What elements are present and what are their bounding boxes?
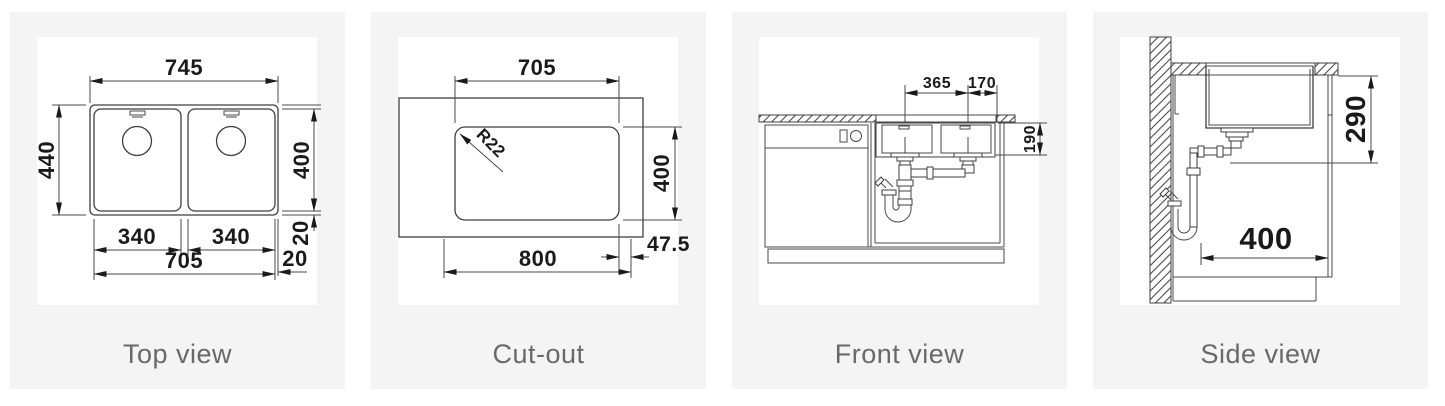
dimension-annotations: 290 400: [1200, 75, 1378, 265]
panel-front-view: 365 170 190: [732, 12, 1067, 389]
dim-bowl-depth: 400: [289, 141, 314, 179]
plumbing: [874, 152, 983, 223]
cabinet-outline: [764, 123, 1005, 264]
dim-base-depth: 400: [1239, 221, 1292, 256]
dim-left-bowl-width: 340: [118, 224, 156, 249]
worktop-hatch-right: [1314, 62, 1339, 76]
dim-inner-width: 705: [165, 248, 203, 273]
panel-label-top-view: Top view: [122, 339, 233, 369]
dim-bowl-centre-spacing: 365: [923, 75, 951, 92]
drawing-canvas-front-view: 365 170 190: [758, 37, 1047, 305]
dim-base-width: 800: [519, 246, 557, 271]
cut-out-drawing: 705 R22 400 800 47.5: [398, 55, 689, 278]
panel-cut-out: 705 R22 400 800 47.5 Cut-out: [371, 12, 706, 389]
drain-hole-left: [121, 125, 153, 157]
dim-outer-width: 745: [165, 55, 203, 80]
dishwasher-display-icon: [839, 129, 848, 143]
panel-side-view: 290 400 Side view: [1093, 12, 1428, 389]
cutout-outline: [398, 97, 644, 238]
dim-centre-to-edge: 170: [968, 75, 996, 92]
dim-bowl-depth: 290: [1340, 95, 1371, 143]
trap-inner: [1177, 209, 1191, 234]
sink-front-outline: [875, 122, 996, 161]
sink-side-outline: [1205, 65, 1314, 129]
drawing-canvas-cut-out: 705 R22 400 800 47.5: [398, 37, 689, 305]
counter-section: [758, 114, 1016, 123]
panel-label-cut-out: Cut-out: [492, 339, 585, 369]
dimension-annotations: 705 R22 400 800 47.5: [443, 55, 690, 278]
sink-outline: [89, 104, 279, 216]
dishwasher-knob-icon: [850, 130, 862, 142]
drain-hole-right: [215, 125, 247, 157]
side-view-drawing: 290 400: [1149, 36, 1378, 304]
trap-outer: [884, 191, 912, 223]
dim-bowl-depth: 190: [1022, 125, 1039, 153]
dim-corner-radius: R22: [473, 125, 510, 162]
worktop-hatch-left: [1170, 62, 1207, 76]
drawing-canvas-side-view: 290 400: [1120, 36, 1400, 305]
dim-side-rim: 20: [282, 246, 307, 271]
trap-inner: [892, 191, 900, 211]
connecting-pipe: [910, 168, 966, 178]
worktop-hatch-right: [995, 114, 1016, 123]
drawing-canvas-top-view: 745 440 400 20 340 340: [34, 37, 321, 305]
dim-cutout-depth: 400: [649, 154, 674, 192]
dimension-annotations: 365 170 190: [904, 75, 1047, 161]
overflow-left: [129, 110, 146, 116]
plinth: [767, 248, 1005, 264]
panel-top-view: 745 440 400 20 340 340: [10, 12, 345, 389]
front-view-drawing: 365 170 190: [758, 75, 1047, 264]
panel-label-side-view: Side view: [1200, 339, 1321, 369]
panel-label-front-view: Front view: [834, 339, 965, 369]
dim-outer-depth: 440: [34, 141, 59, 179]
dim-cutout-width: 705: [518, 55, 556, 80]
overflow-right: [223, 110, 240, 116]
wall-hatch: [1149, 36, 1172, 304]
dim-edge-offset: 47.5: [647, 233, 690, 256]
dim-bottom-rim: 20: [288, 220, 313, 245]
counter-section: [1170, 62, 1339, 76]
top-view-drawing: 745 440 400 20 340 340: [34, 55, 321, 280]
dim-right-bowl-width: 340: [212, 224, 250, 249]
overflow-left: [898, 125, 910, 130]
worktop-outline: [398, 97, 644, 238]
trap-outer: [1170, 207, 1198, 241]
overflow-right: [959, 125, 971, 130]
wall-section: [1149, 36, 1172, 304]
cabinet-outline: [1172, 75, 1333, 302]
dimension-annotations: 745 440 400 20 340 340: [34, 55, 321, 280]
cutout-rect: [454, 126, 620, 221]
worktop-hatch-left: [758, 114, 877, 123]
plumbing: [1159, 127, 1254, 241]
dishwasher-front: [764, 124, 869, 248]
